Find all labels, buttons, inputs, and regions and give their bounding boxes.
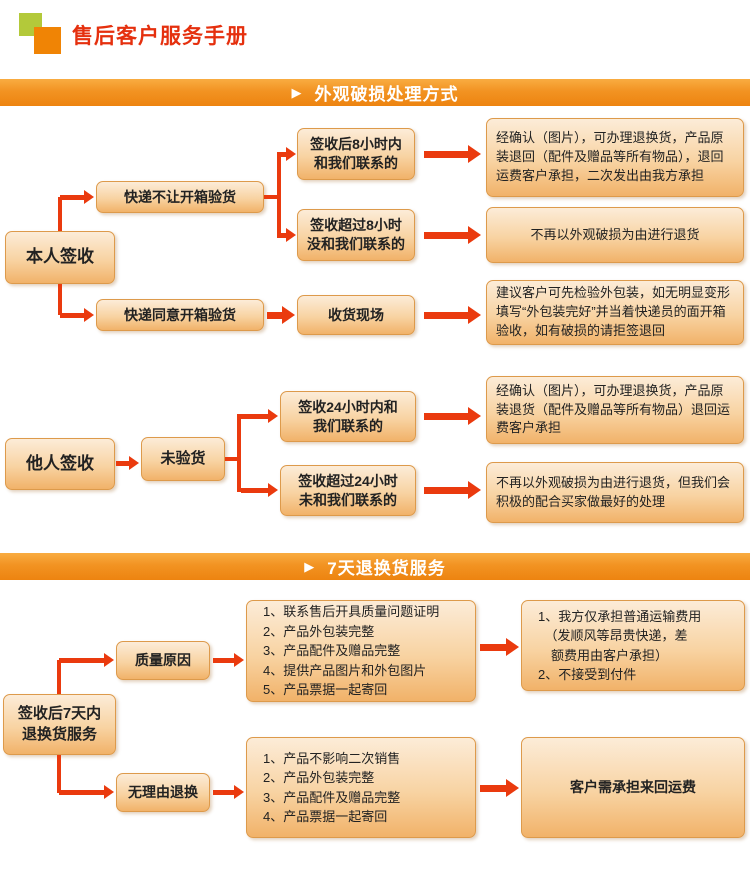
connector-line: [237, 414, 241, 492]
section1-banner: ▶ 外观破损处理方式: [0, 79, 750, 106]
connector-line: [57, 755, 61, 793]
banner-arrow-icon: ▶: [304, 558, 315, 574]
node-self-sign: 本人签收: [5, 231, 115, 284]
node-no-reason: 无理由退换: [116, 773, 210, 812]
section1-banner-title: 外观破损处理方式: [314, 85, 459, 104]
node-not-inspected: 未验货: [141, 437, 225, 481]
quality-requirements-list: 1、联系售后开具质量问题证明 2、产品外包装完整 3、产品配件及赠品完整 4、提…: [246, 600, 476, 702]
node-no-contact-24h: 签收超过24小时 未和我们联系的: [280, 465, 416, 516]
result-exchange-8h: 经确认（图片），可办理退换货，产品原装退回（配件及赠品等所有物品），退回运费客户…: [486, 118, 744, 197]
result-exchange-24h: 经确认（图片），可办理退换货，产品原装退货（配件及赠品等所有物品）退回运费客户承…: [486, 376, 744, 444]
section2-banner: ▶ 7天退换货服务: [0, 553, 750, 580]
result-no-return-8h: 不再以外观破损为由进行退货: [486, 207, 744, 263]
quality-result: 1、我方仅承担普通运输费用 （发顺风等昂贵快递，差 额费用由客户承担） 2、不接…: [521, 600, 745, 691]
node-receiving-site: 收货现场: [297, 295, 415, 335]
connector-line: [58, 197, 62, 231]
result-no-return-24h: 不再以外观破损为由进行退货，但我们会积极的配合买家做最好的处理: [486, 462, 744, 523]
connector-line: [277, 152, 281, 238]
node-courier-agree-open: 快递同意开箱验货: [96, 299, 264, 331]
banner-arrow-icon: ▶: [291, 84, 302, 100]
no-reason-result: 客户需承担来回运费: [521, 737, 745, 838]
no-reason-requirements-list: 1、产品不影响二次销售 2、产品外包装完整 3、产品配件及赠品完整 4、产品票据…: [246, 737, 476, 838]
connector-line: [225, 457, 241, 461]
section2-banner-title: 7天退换货服务: [327, 559, 446, 578]
node-contact-within-24h: 签收24小时内和 我们联系的: [280, 391, 416, 442]
node-contact-within-8h: 签收后8小时内 和我们联系的: [297, 128, 415, 180]
logo-orange-square-icon: [34, 27, 61, 54]
result-inspect-advice: 建议客户可先检验外包装，如无明显变形填写“外包装完好”并当着快递员的面开箱验收，…: [486, 280, 744, 345]
node-other-sign: 他人签收: [5, 438, 115, 490]
connector-line: [264, 195, 281, 199]
node-quality-reason: 质量原因: [116, 641, 210, 680]
node-no-contact-8h: 签收超过8小时 没和我们联系的: [297, 209, 415, 261]
connector-line: [57, 660, 61, 694]
page-title: 售后客户服务手册: [72, 25, 248, 48]
connector-line: [58, 284, 62, 315]
node-courier-no-open: 快递不让开箱验货: [96, 181, 264, 213]
node-7day-service: 签收后7天内 退换货服务: [3, 694, 116, 755]
